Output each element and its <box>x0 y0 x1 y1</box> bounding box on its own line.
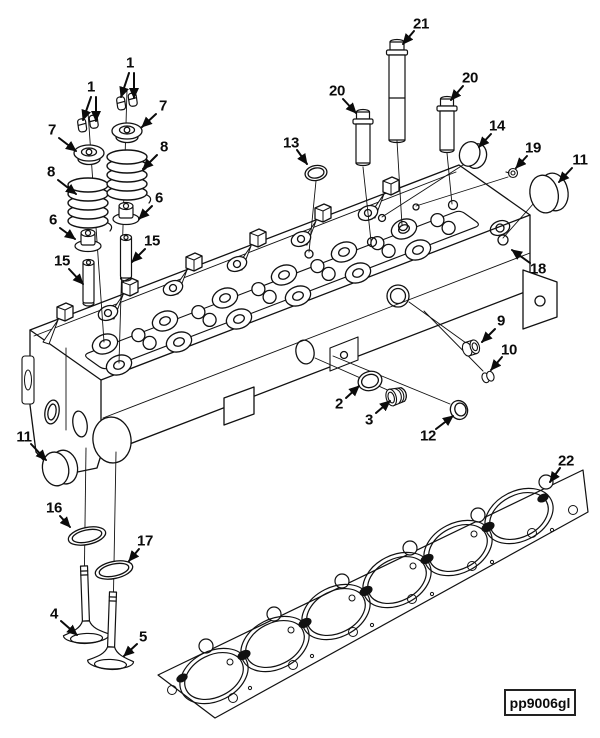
valve-spring-left <box>67 177 113 232</box>
o-ring-13 <box>304 164 328 182</box>
callout-22: 22 <box>557 452 575 470</box>
callout-12-arrow <box>435 415 454 430</box>
plug-10 <box>481 370 495 384</box>
callout-14: 14 <box>488 117 506 135</box>
plug-19 <box>505 167 519 179</box>
callout-8-right: 8 <box>159 138 169 156</box>
callout-1-left: 1 <box>86 78 96 96</box>
callout-17-arrow <box>128 548 140 562</box>
head-bolt-21 <box>385 38 409 144</box>
head-bolt-20-right <box>436 95 458 154</box>
callout-11-right-arrow <box>558 167 573 183</box>
callout-7-right-arrow <box>141 113 157 128</box>
callout-16-arrow <box>59 515 71 528</box>
callout-2-arrow <box>345 385 360 399</box>
expansion-plug-9 <box>461 339 481 357</box>
callout-14-arrow <box>478 133 492 148</box>
callout-15-right-arrow <box>131 248 146 263</box>
callout-10-arrow <box>490 356 503 371</box>
callout-15-left: 15 <box>53 252 71 270</box>
callout-18: 18 <box>529 260 547 278</box>
callout-20-left-arrow <box>342 98 357 114</box>
callout-6-left: 6 <box>48 211 58 229</box>
callout-20-right: 20 <box>461 69 479 87</box>
gasket-bolt-holes <box>167 505 578 703</box>
callout-16: 16 <box>45 499 63 517</box>
callout-21-arrow <box>402 30 415 45</box>
head-bolt-20-left <box>352 108 374 167</box>
figure-code-box: pp9006gl <box>504 689 576 716</box>
callout-20-right-arrow <box>450 85 464 101</box>
callout-3-arrow <box>375 400 391 414</box>
threaded-plug-3 <box>385 387 407 407</box>
callout-13-arrow <box>296 149 308 165</box>
callout-11-left: 11 <box>16 428 32 446</box>
cylinder-head <box>21 164 558 477</box>
gasket-coolant-slots <box>176 493 549 683</box>
callout-3: 3 <box>364 411 374 429</box>
valve-stem-seal-right <box>112 201 140 226</box>
callout-1-right: 1 <box>125 54 135 72</box>
callout-7-left-arrow <box>58 137 77 152</box>
callout-15-right: 15 <box>143 232 161 250</box>
callout-18-arrow <box>511 249 531 264</box>
valve-guide-right <box>119 233 133 282</box>
callout-10: 10 <box>500 341 518 359</box>
spring-retainer-left <box>73 144 105 166</box>
callout-19: 19 <box>524 139 542 157</box>
callout-13: 13 <box>282 134 300 152</box>
valve-seat-ring-17 <box>94 560 134 580</box>
callout-15-left-arrow <box>68 268 84 285</box>
cup-plug-12 <box>449 399 469 421</box>
callout-5-arrow <box>123 643 138 657</box>
callout-7-right: 7 <box>158 97 168 115</box>
spring-retainer-right <box>111 122 143 144</box>
callout-20-left: 20 <box>328 82 346 100</box>
callout-8-left-arrow <box>57 179 77 195</box>
callout-9: 9 <box>496 312 506 330</box>
callout-21: 21 <box>412 15 430 33</box>
callout-8-left: 8 <box>46 163 56 181</box>
callout-1-left-arrow <box>81 96 92 121</box>
callout-19-arrow <box>515 155 528 169</box>
callout-6-right-arrow <box>138 205 153 220</box>
callout-8-right-arrow <box>142 154 158 170</box>
callout-5: 5 <box>138 628 148 646</box>
valve-seat-ring-16 <box>67 526 107 546</box>
valve-guide-left <box>82 258 95 307</box>
callout-9-arrow <box>481 328 496 343</box>
callout-12: 12 <box>419 427 437 445</box>
callout-arrows <box>30 30 573 657</box>
cup-plug-11-right <box>529 172 569 214</box>
gasket-outline <box>157 469 589 719</box>
callout-11-left-arrow <box>30 443 47 461</box>
valve-spring-right <box>106 149 152 204</box>
callout-4-arrow <box>60 620 78 636</box>
callout-11-right: 11 <box>572 151 588 169</box>
callout-4: 4 <box>49 605 59 623</box>
callout-6-right: 6 <box>154 189 164 207</box>
callout-6-left-arrow <box>59 227 76 240</box>
callout-17: 17 <box>136 532 154 550</box>
cup-plug-14 <box>458 140 488 170</box>
leader-lines <box>83 89 535 621</box>
callout-2: 2 <box>334 395 344 413</box>
callout-7-left: 7 <box>47 121 57 139</box>
head-gasket <box>157 469 589 719</box>
callout-22-arrow <box>549 467 561 483</box>
o-ring-2 <box>357 370 383 392</box>
callout-1-right-arrow <box>119 72 130 98</box>
